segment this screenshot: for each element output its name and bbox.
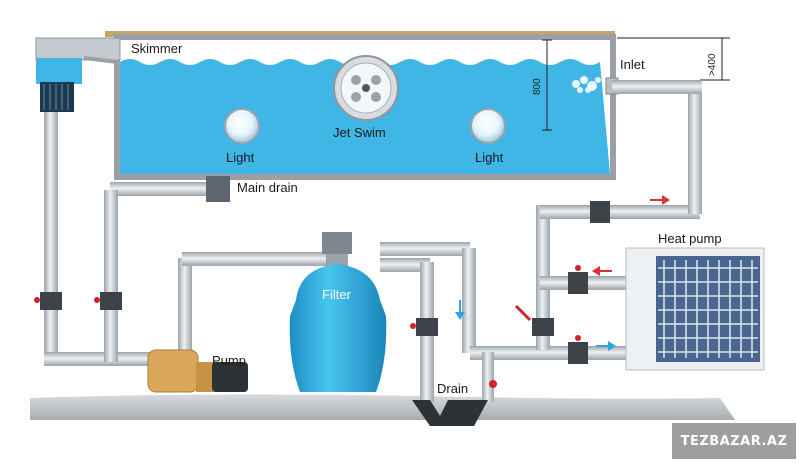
- label-heat-pump: Heat pump: [658, 231, 722, 246]
- dimension-inlet-height-label: >400: [707, 53, 718, 76]
- label-drain: Drain: [437, 381, 469, 396]
- light-right: [470, 108, 506, 144]
- label-light-left: Light: [226, 150, 255, 165]
- label-jet-swim: Jet Swim: [333, 125, 386, 140]
- ground: [30, 394, 735, 420]
- jet-swim-unit: [333, 55, 399, 121]
- skimmer-basket: [40, 82, 74, 112]
- pool-basin: [114, 34, 616, 180]
- main-drain-fitting: [206, 176, 230, 202]
- valves: [34, 201, 610, 388]
- inlet-bubbles: [572, 76, 601, 93]
- label-inlet: Inlet: [620, 57, 645, 72]
- skimmer-housing: [35, 37, 121, 61]
- pump-unit: [147, 349, 248, 393]
- label-main-drain: Main drain: [237, 180, 298, 195]
- label-filter: Filter: [322, 287, 351, 302]
- light-left: [224, 108, 260, 144]
- dimension-depth: [542, 39, 552, 131]
- flow-arrows: [455, 195, 670, 351]
- filter-tank: [289, 232, 387, 392]
- label-pump: Pump: [212, 353, 246, 368]
- heat-pump-grille: [658, 260, 758, 358]
- dimension-depth-label: 800: [532, 78, 543, 95]
- watermark: TEZBAZAR.AZ: [672, 423, 796, 459]
- label-skimmer: Skimmer: [131, 41, 183, 56]
- drain-outlet: [412, 400, 488, 426]
- skimmer-box: [36, 58, 82, 84]
- dimension-inlet-height: [617, 37, 730, 81]
- label-light-right: Light: [475, 150, 504, 165]
